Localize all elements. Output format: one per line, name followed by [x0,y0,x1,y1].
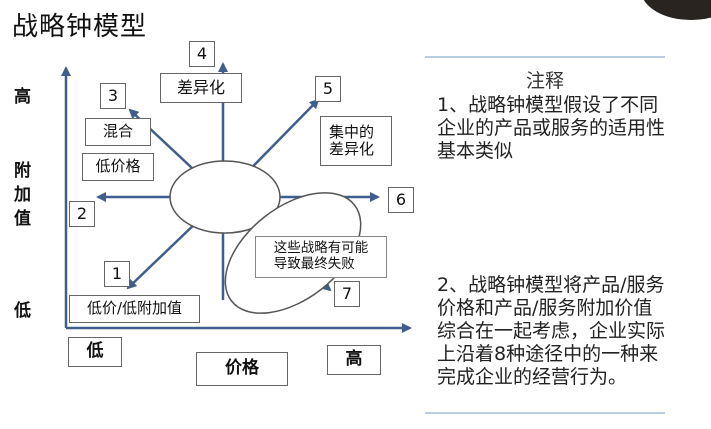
x-axis-high-label: 高 [327,345,381,375]
route-4-label: 差异化 [160,73,242,103]
route-1-label: 低价/低附加值 [69,295,200,323]
route-2-number: 2 [69,201,95,227]
failure-note: 这些战略有可能 导致最终失败 [255,236,387,278]
y-axis-label-char-2: 加 [14,185,31,205]
route-4-number: 4 [189,41,215,67]
route-5-number: 5 [315,76,341,102]
route-5-label: 集中的 差异化 [320,116,392,166]
center-ellipse [169,160,281,234]
notes-top-rule [425,56,665,58]
route-6-number: 6 [388,187,414,213]
x-axis-low-label: 低 [68,337,122,367]
presenter-photo [641,0,711,20]
y-axis-low-label: 低 [14,301,31,321]
route-1-number: 1 [104,261,130,287]
x-axis-title: 价格 [196,352,288,386]
route-3-label: 混合 [85,118,151,146]
note-item-1: 1、战略钟模型假设了不同企业的产品或服务的适用性基本类似 [437,94,666,162]
notes-panel: 注释 1、战略钟模型假设了不同企业的产品或服务的适用性基本类似 2、战略钟模型将… [425,56,665,414]
route-3-number: 3 [100,83,126,109]
page-title: 战略钟模型 [12,12,148,42]
route-7-number: 7 [334,281,360,307]
notes-bottom-rule [425,412,665,414]
note-item-2: 2、战略钟模型将产品/服务价格和产品/服务附加价值综合在一起考虑，企业实际上沿着… [437,274,666,388]
y-axis-high-label: 高 [14,87,31,107]
y-axis-label-char-1: 附 [14,161,31,181]
notes-heading: 注释 [525,70,564,92]
low-price-label: 低价格 [82,153,154,181]
y-axis-label-char-3: 值 [14,209,31,229]
